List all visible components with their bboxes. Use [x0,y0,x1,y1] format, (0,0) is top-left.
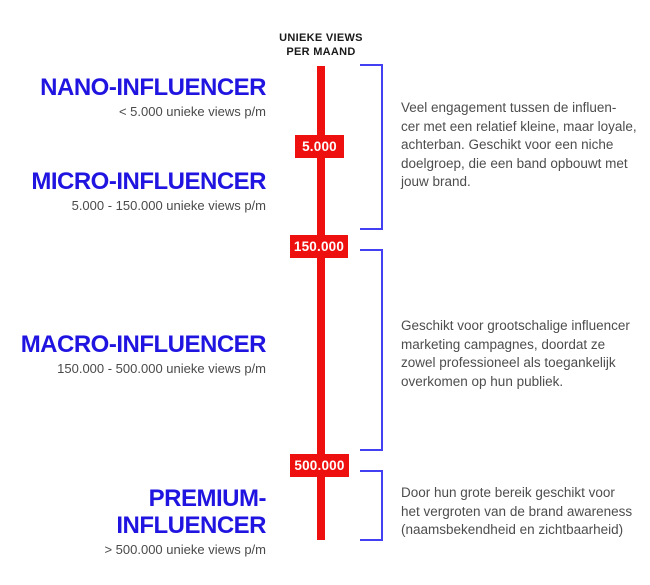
tier-macro-range: 150.000 - 500.000 unieke views p/m [57,361,266,376]
tier-premium-range: > 500.000 unieke views p/m [104,542,266,557]
tier-premium: PREMIUM-INFLUENCER > 500.000 unieke view… [0,485,266,558]
tier-micro: MICRO-INFLUENCER 5.000 - 150.000 unieke … [0,168,266,214]
tier-micro-range: 5.000 - 150.000 unieke views p/m [71,198,266,213]
tier-micro-title: MICRO-INFLUENCER [31,168,266,195]
threshold-badge-150000: 150.000 [290,235,348,258]
bracket-macro [360,249,383,451]
description-premium: Door hun grote bereik geschikt voor het … [401,485,633,537]
tier-premium-title: PREMIUM-INFLUENCER [116,485,266,539]
tier-macro: MACRO-INFLUENCER 150.000 - 500.000 uniek… [0,331,267,377]
bracket-nano-micro [360,64,383,230]
tier-macro-title: MACRO-INFLUENCER [20,331,267,358]
threshold-badge-500000: 500.000 [290,454,349,477]
description-macro: Geschikt voor grootschalige influencer m… [401,318,630,389]
threshold-badge-5000: 5.000 [295,135,344,158]
bracket-premium [360,470,383,541]
tier-nano-title: NANO-INFLUENCER [40,74,266,101]
axis-heading: UNIEKE VIEWS PER MAAND [279,32,363,58]
tier-nano-range: < 5.000 unieke views p/m [118,104,266,119]
tier-nano: NANO-INFLUENCER < 5.000 unieke views p/m [0,74,266,120]
views-axis-line [317,66,325,540]
description-nano-micro: Veel engagement tussen de influen- cer m… [401,100,637,189]
